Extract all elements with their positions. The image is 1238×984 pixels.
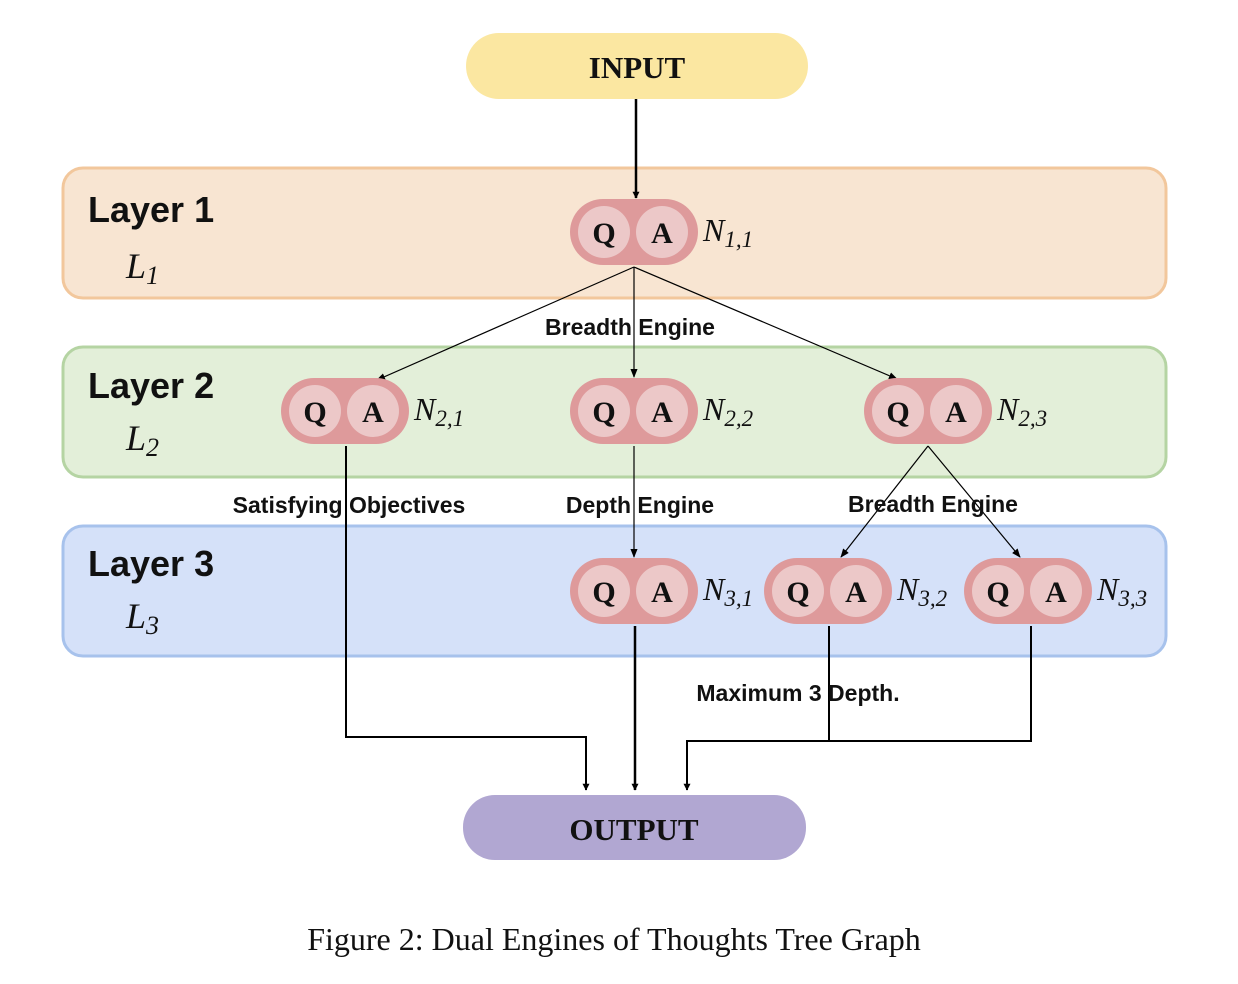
input-label: INPUT (589, 50, 686, 85)
answer-circle (347, 385, 399, 437)
layer-1-symbol: L1 (125, 246, 159, 290)
node-q-label: Q (592, 576, 615, 609)
answer-circle (1030, 565, 1082, 617)
edges (345, 99, 1032, 791)
edge-label-breadth-engine-right: Breadth Engine (848, 491, 1018, 517)
node-label-n21: N2,1 (413, 391, 464, 431)
node-n32: Q A N3,2 (764, 558, 947, 624)
node-n31: Q A N3,1 (570, 558, 753, 624)
node-label-n32: N3,2 (896, 571, 947, 611)
node-n22: Q A N2,2 (570, 378, 753, 444)
output-terminal-shape (463, 795, 806, 860)
edge-label-satisfying-objectives: Satisfying Objectives (233, 492, 466, 518)
node-a-label: A (362, 396, 384, 429)
layer-3-symbol: L3 (125, 596, 159, 640)
answer-circle (930, 385, 982, 437)
answer-circle (636, 565, 688, 617)
node-n11: Q A N1,1 (570, 199, 753, 265)
node-label-n11: N1,1 (702, 212, 753, 252)
node-label-n31: N3,1 (702, 571, 753, 611)
edge-n21-to-output (345, 446, 590, 791)
question-circle (578, 565, 630, 617)
edge-n23-to-n32 (840, 445, 929, 558)
node-label-n33: N3,3 (1096, 571, 1147, 611)
input-terminal: INPUT (466, 33, 808, 99)
edge-label-maximum-depth: Maximum 3 Depth. (696, 680, 899, 706)
output-terminal: OUTPUT (463, 795, 806, 860)
node-a-label: A (945, 396, 967, 429)
node-a-label: A (651, 396, 673, 429)
node-q-label: Q (886, 396, 909, 429)
node-n23: Q A N2,3 (864, 378, 1047, 444)
question-circle (578, 206, 630, 258)
layer-2-symbol: L2 (125, 418, 159, 462)
question-circle (772, 565, 824, 617)
edge-label-breadth-engine-top: Breadth Engine (545, 314, 715, 340)
figure-caption: Figure 2: Dual Engines of Thoughts Tree … (307, 921, 921, 957)
answer-circle (830, 565, 882, 617)
answer-circle (636, 385, 688, 437)
layer-3-title: Layer 3 (88, 543, 214, 584)
edge-n33-to-output (683, 626, 1032, 791)
question-circle (289, 385, 341, 437)
node-label-n23: N2,3 (996, 391, 1047, 431)
output-label: OUTPUT (569, 812, 699, 847)
edge-label-depth-engine: Depth Engine (566, 492, 714, 518)
node-q-label: Q (592, 396, 615, 429)
question-circle (578, 385, 630, 437)
node-q-label: Q (592, 217, 615, 250)
node-a-label: A (651, 576, 673, 609)
node-q-label: Q (986, 576, 1009, 609)
layer-1-title: Layer 1 (88, 189, 214, 230)
node-a-label: A (1045, 576, 1067, 609)
node-q-label: Q (786, 576, 809, 609)
question-circle (972, 565, 1024, 617)
edge-n11-to-n21 (376, 266, 635, 381)
edge-n23-to-n33 (927, 445, 1021, 558)
node-a-label: A (651, 217, 673, 250)
node-a-label: A (845, 576, 867, 609)
node-n21: Q A N2,1 (281, 378, 464, 444)
edge-n11-to-n23 (633, 266, 898, 380)
input-terminal-shape (466, 33, 808, 99)
node-q-label: Q (303, 396, 326, 429)
question-circle (872, 385, 924, 437)
layer-2-title: Layer 2 (88, 365, 214, 406)
node-label-n22: N2,2 (702, 391, 753, 431)
answer-circle (636, 206, 688, 258)
node-n33: Q A N3,3 (964, 558, 1147, 624)
